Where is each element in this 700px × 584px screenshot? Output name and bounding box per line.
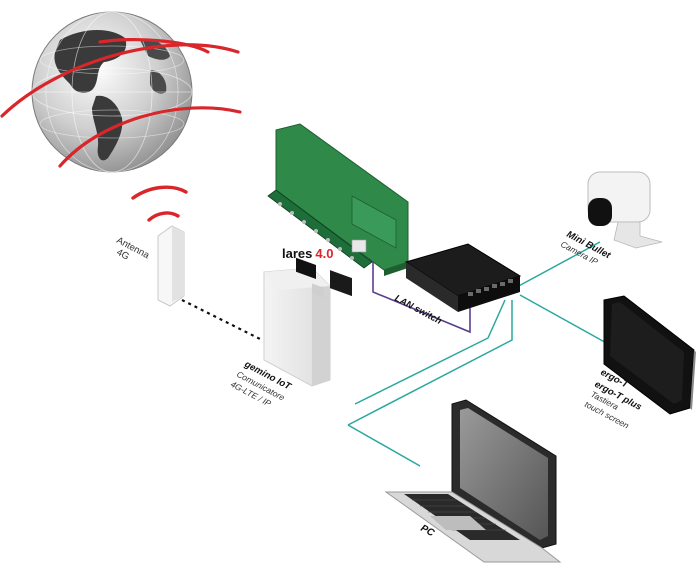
pc-switch-link: [347, 300, 513, 426]
ergo-switch-link: [519, 294, 611, 346]
pc-drop-link: [347, 424, 421, 467]
globe-icon: [31, 11, 193, 173]
lan-switch-label: LAN switch: [393, 293, 444, 327]
lan-switch: [404, 243, 522, 312]
gemino-device: [263, 267, 331, 387]
laptop-pc: [384, 399, 562, 563]
antenna-sublabel: 4G: [115, 247, 131, 263]
camera-switch-link: [514, 241, 601, 289]
lares-switch-link: [372, 262, 471, 334]
antenna-link: [181, 299, 263, 341]
connections: [181, 241, 611, 467]
signal-arcs: [0, 38, 242, 168]
antenna-device: [131, 185, 188, 307]
ergo-device: [603, 295, 696, 415]
gemino-switch-link: [354, 299, 506, 405]
lares-board: [267, 123, 409, 298]
camera-device: [587, 171, 663, 249]
